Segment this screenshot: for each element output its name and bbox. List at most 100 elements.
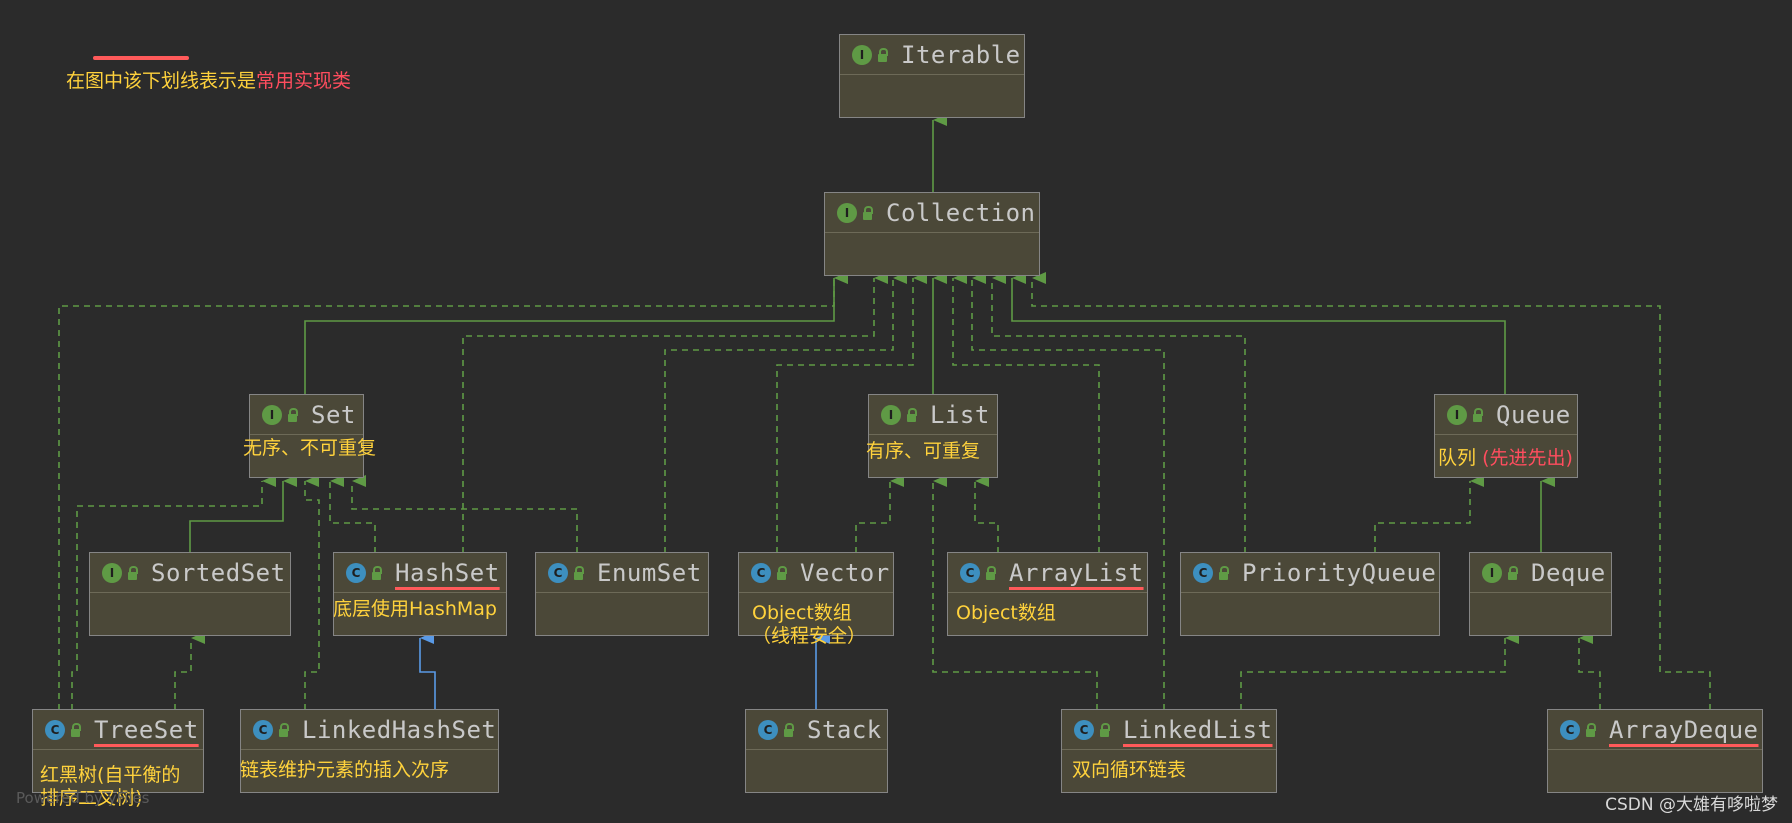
edge-hashset-set	[329, 475, 376, 553]
interface-icon: I	[852, 44, 872, 65]
node-name: EnumSet	[597, 558, 702, 587]
note-treeset-line2: 排序二叉树)	[40, 787, 143, 809]
node-linkedhashset[interactable]: C LinkedHashSet	[240, 709, 499, 793]
legend-text-yellow: 在图中该下划线表示是	[66, 70, 257, 92]
note-linkedlist: 双向循环链表	[1072, 759, 1187, 781]
interface-icon: I	[837, 202, 857, 223]
node-name: PriorityQueue	[1242, 558, 1437, 587]
node-collection[interactable]: I Collection	[824, 192, 1040, 276]
class-icon: C	[1074, 719, 1094, 740]
note-queue-red: (先进先出)	[1482, 447, 1573, 469]
edge-priorityqueue-queue	[1374, 475, 1484, 553]
public-lock-icon	[71, 722, 81, 737]
class-icon: C	[548, 562, 568, 583]
interface-icon: I	[1447, 404, 1467, 425]
node-iterable[interactable]: I Iterable	[839, 34, 1025, 118]
edge-enumset-collection	[664, 272, 907, 553]
node-name: TreeSet	[94, 715, 199, 744]
note-vector-line2: （线程安全）	[752, 625, 867, 647]
public-lock-icon	[784, 722, 794, 737]
edge-vector-collection	[776, 272, 927, 553]
edge-arraydeque-deque	[1578, 632, 1601, 710]
legend-underline-sample	[93, 56, 189, 60]
node-name: Stack	[807, 715, 882, 744]
node-name: LinkedList	[1123, 715, 1273, 744]
node-name: Set	[311, 400, 356, 429]
node-name: ArrayList	[1009, 558, 1144, 587]
node-arraydeque[interactable]: C ArrayDeque	[1547, 709, 1763, 793]
class-icon: C	[253, 719, 273, 740]
interface-icon: I	[102, 562, 122, 583]
node-name: ArrayDeque	[1609, 715, 1759, 744]
node-name: HashSet	[395, 558, 500, 587]
note-list: 有序、可重复	[866, 440, 981, 462]
node-vector[interactable]: C Vector	[738, 552, 894, 636]
class-icon: C	[1560, 719, 1580, 740]
edge-linkedlist-deque	[1240, 632, 1519, 710]
class-icon: C	[45, 719, 65, 740]
note-arraylist: Object数组	[956, 602, 1056, 624]
edge-arraylist-list	[974, 475, 999, 553]
node-queue[interactable]: I Queue	[1434, 394, 1578, 478]
node-list[interactable]: I List	[868, 394, 998, 478]
node-deque[interactable]: I Deque	[1469, 552, 1612, 636]
note-treeset-line1: 红黑树(自平衡的	[40, 764, 181, 786]
legend-text: 在图中该下划线表示是常用实现类	[66, 66, 351, 93]
note-linkedhashset: 链表维护元素的插入次序	[240, 759, 450, 781]
node-stack[interactable]: C Stack	[745, 709, 888, 793]
edge-queue-collection	[1011, 272, 1506, 395]
node-priorityqueue[interactable]: C PriorityQueue	[1180, 552, 1440, 636]
public-lock-icon	[574, 565, 584, 580]
node-sortedset[interactable]: I SortedSet	[89, 552, 291, 636]
edge-vector-list	[855, 475, 904, 553]
node-name: Vector	[800, 558, 890, 587]
edge-arraydeque-collection	[1031, 272, 1711, 710]
public-lock-icon	[1100, 722, 1110, 737]
class-icon: C	[1193, 562, 1213, 583]
public-lock-icon	[1473, 407, 1483, 422]
powered-by-text: Powered by yFiles	[16, 789, 150, 807]
public-lock-icon	[288, 407, 298, 422]
interface-icon: I	[262, 404, 282, 425]
node-name: SortedSet	[151, 558, 286, 587]
watermark: CSDN @大雄有哆啦梦	[1605, 795, 1778, 815]
edge-arraylist-collection	[952, 272, 1100, 553]
edge-enumset-set	[351, 475, 578, 553]
node-name: Collection	[886, 198, 1036, 227]
edge-treeset-sortedset	[174, 632, 205, 710]
public-lock-icon	[863, 205, 873, 220]
interface-icon: I	[1482, 562, 1502, 583]
node-name: Deque	[1531, 558, 1606, 587]
edge-linkedhashset-hashset	[419, 632, 436, 710]
node-arraylist[interactable]: C ArrayList	[947, 552, 1148, 636]
node-set[interactable]: I Set	[249, 394, 364, 478]
public-lock-icon	[986, 565, 996, 580]
class-icon: C	[751, 562, 771, 583]
public-lock-icon	[1508, 565, 1518, 580]
node-linkedlist[interactable]: C LinkedList	[1061, 709, 1277, 793]
node-enumset[interactable]: C EnumSet	[535, 552, 709, 636]
class-icon: C	[960, 562, 980, 583]
public-lock-icon	[372, 565, 382, 580]
node-name: Queue	[1496, 400, 1571, 429]
note-set: 无序、不可重复	[243, 437, 377, 459]
node-name: LinkedHashSet	[302, 715, 497, 744]
node-name: List	[930, 400, 990, 429]
interface-icon: I	[881, 404, 901, 425]
note-queue: 队列 (先进先出)	[1438, 447, 1573, 470]
edge-sortedset-set	[189, 475, 297, 553]
class-icon: C	[758, 719, 778, 740]
node-treeset[interactable]: C TreeSet	[32, 709, 204, 793]
edge-linkedlist-collection	[971, 272, 1165, 710]
edge-treeset-set	[71, 475, 276, 710]
public-lock-icon	[878, 47, 888, 62]
edge-priorityqueue-collection	[991, 272, 1246, 553]
public-lock-icon	[1219, 565, 1229, 580]
public-lock-icon	[777, 565, 787, 580]
node-name: Iterable	[901, 40, 1021, 69]
legend-text-red: 常用实现类	[256, 70, 352, 92]
edge-linkedhashset-set	[304, 475, 320, 710]
